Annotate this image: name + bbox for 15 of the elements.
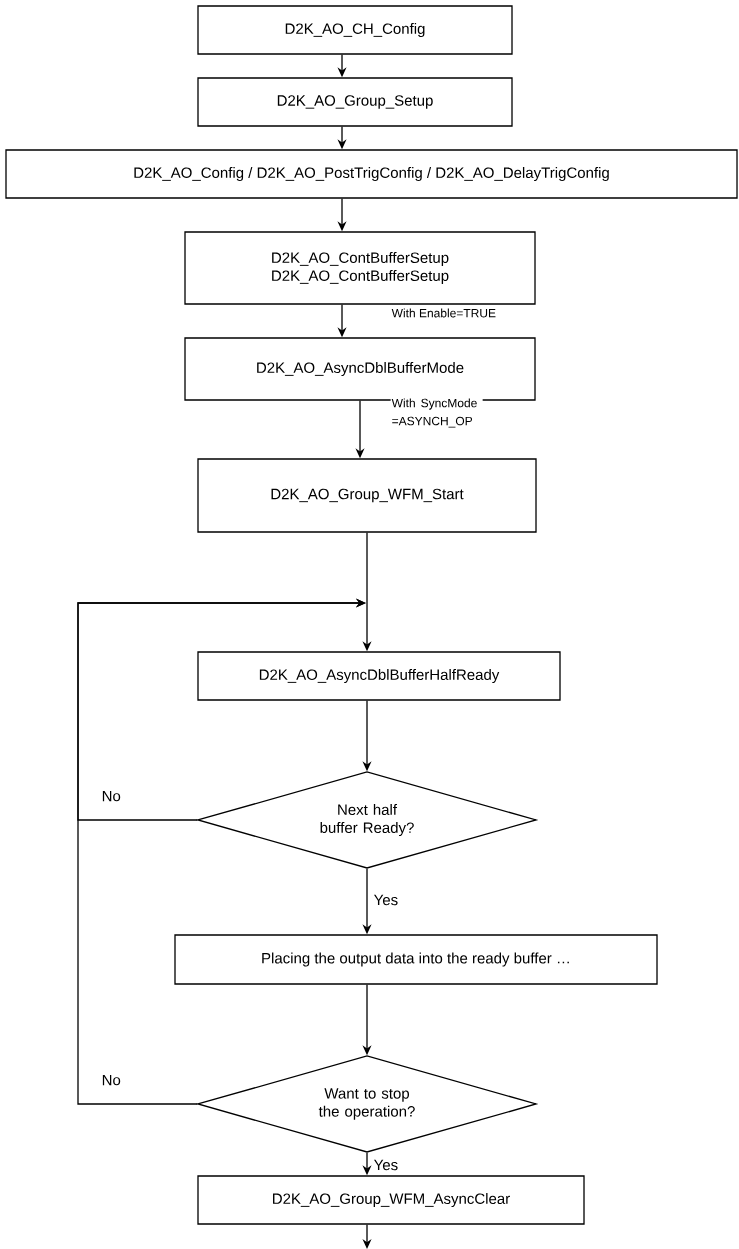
- arrow: [77, 598, 366, 1105]
- process-box: D2K_AO_Config / D2K_AO_PostTrigConfig / D2K_AO_DelayTrigConfig: [5, 149, 738, 199]
- process-box: D2K_AO_CH_Config: [197, 5, 513, 55]
- edge-label: With Enable=TRUE: [390, 307, 498, 319]
- process-box: Placing the output data into the ready buffer …: [174, 934, 658, 985]
- process-box: D2K_AO_Group_Setup: [197, 77, 513, 127]
- edge-label: No: [100, 1073, 122, 1087]
- process-box: D2K_AO_Group_WFM_Start: [197, 458, 537, 533]
- edge-label: With SyncMode =ASYNCH_OP: [390, 397, 483, 429]
- process-box: D2K_AO_AsyncDblBufferHalfReady: [197, 651, 561, 701]
- process-box: D2K_AO_Group_WFM_AsyncClear: [197, 1175, 585, 1225]
- process-box: D2K_AO_ContBufferSetup D2K_AO_ContBufferSetup: [184, 231, 536, 305]
- edge-label: Yes: [372, 893, 400, 907]
- edge-label: Yes: [372, 1158, 400, 1172]
- edge-label: No: [100, 789, 122, 803]
